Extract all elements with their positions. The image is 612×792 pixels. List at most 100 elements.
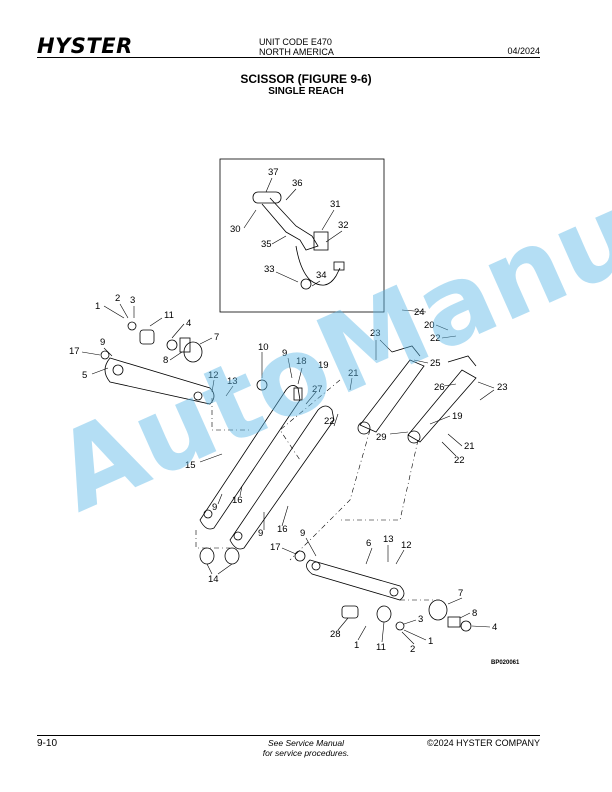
figure-title: SCISSOR (FIGURE 9-6) — [240, 72, 372, 86]
callout: 6 — [366, 538, 371, 549]
callout: 9 — [212, 502, 217, 513]
callout: 11 — [376, 642, 386, 653]
bearing — [376, 605, 392, 623]
callout: 33 — [264, 264, 275, 275]
callout: 10 — [258, 342, 269, 353]
pin — [447, 616, 461, 628]
callout: 7 — [458, 588, 463, 599]
scissor-arm-inner — [199, 385, 301, 530]
footer-divider — [37, 735, 540, 736]
arm-lower-right — [306, 559, 405, 601]
callout: 13 — [383, 534, 394, 545]
callout: 3 — [130, 295, 135, 306]
alignment-line — [211, 398, 250, 431]
cylinder-eye — [357, 421, 371, 435]
alignment-line — [279, 379, 341, 461]
inset-clip — [300, 278, 312, 290]
callout: 4 — [186, 318, 191, 329]
callout: 14 — [208, 574, 219, 585]
art-code: BP020061 — [491, 660, 520, 666]
callout: 1 — [95, 301, 100, 312]
callout: 13 — [227, 376, 238, 387]
arm-upper-left — [104, 357, 215, 405]
snap-ring — [460, 620, 472, 632]
callout: 24 — [414, 307, 425, 318]
callout: 11 — [164, 310, 174, 321]
bearing — [183, 341, 203, 363]
callout: 26 — [434, 382, 445, 393]
inset-sensor — [313, 231, 329, 251]
alignment-line — [195, 530, 230, 549]
inset-connector — [333, 261, 345, 271]
callout: 3 — [418, 614, 423, 625]
bushing — [224, 547, 240, 565]
copyright: ©2024 HYSTER COMPANY — [427, 738, 540, 748]
callout: 12 — [401, 540, 412, 551]
callout: 1 — [428, 636, 433, 647]
callout: 29 — [376, 432, 387, 443]
washer — [256, 379, 268, 391]
callout: 19 — [318, 360, 329, 371]
callout: 31 — [330, 199, 341, 210]
washer — [166, 339, 178, 351]
pin — [293, 387, 303, 401]
footer-note-line: for service procedures. — [262, 748, 350, 758]
cylinder-mount — [447, 355, 477, 367]
inset-cable — [295, 245, 341, 286]
cylinder-eye — [407, 430, 421, 444]
region: NORTH AMERICA — [259, 47, 334, 57]
callout-labels: 37 36 31 32 30 35 33 34 1 2 3 11 4 8 7 9… — [69, 167, 508, 655]
callout: 34 — [316, 270, 327, 281]
hyster-logo: HYSTER — [37, 34, 133, 58]
pin — [179, 337, 191, 353]
callout: 17 — [270, 542, 281, 553]
cylinder-left — [359, 359, 425, 433]
bushing — [199, 547, 215, 565]
callout: 9 — [100, 337, 105, 348]
callout: 16 — [232, 495, 243, 506]
arm-pivot — [389, 587, 399, 597]
callout: 2 — [115, 293, 120, 304]
bushing — [139, 329, 155, 345]
alignment-line — [340, 439, 419, 521]
washer — [100, 350, 110, 360]
callout: 8 — [472, 608, 477, 619]
callout: 27 — [312, 384, 323, 395]
callout: 19 — [452, 411, 463, 422]
scissor-arm-outer — [229, 405, 335, 550]
callout: 22 — [324, 416, 335, 427]
callout: 22 — [430, 333, 441, 344]
washer — [294, 550, 306, 562]
callout: 5 — [82, 370, 87, 381]
callout: 30 — [230, 224, 241, 235]
callout: 28 — [330, 629, 341, 640]
callout: 32 — [338, 220, 349, 231]
alignment-line — [289, 429, 371, 561]
header-divider — [37, 57, 540, 58]
callout: 8 — [163, 355, 168, 366]
bushing — [127, 321, 137, 331]
cylinder-right — [407, 369, 477, 443]
publication-date: 04/2024 — [507, 46, 540, 56]
cylinder-mount — [391, 345, 421, 357]
page-number: 9-10 — [37, 738, 58, 749]
unit-code-block: UNIT CODE E470 NORTH AMERICA — [259, 37, 334, 57]
arm-pivot — [311, 561, 321, 571]
callout: 7 — [214, 332, 219, 343]
callout: 2 — [410, 644, 415, 655]
unit-code: UNIT CODE E470 — [259, 37, 332, 47]
callout: 9 — [258, 528, 263, 539]
figure-subtitle: SINGLE REACH — [268, 86, 344, 97]
leader-lines — [81, 177, 495, 645]
callout: 35 — [261, 239, 272, 250]
inset-box — [219, 158, 385, 313]
callout: 9 — [300, 528, 305, 539]
arm-pivot — [203, 509, 213, 519]
callout: 15 — [185, 460, 196, 471]
arm-pivot — [112, 364, 124, 376]
callout: 22 — [454, 455, 465, 466]
callout: 17 — [69, 346, 80, 357]
callout: 20 — [424, 320, 435, 331]
inset-bracket — [261, 197, 319, 251]
